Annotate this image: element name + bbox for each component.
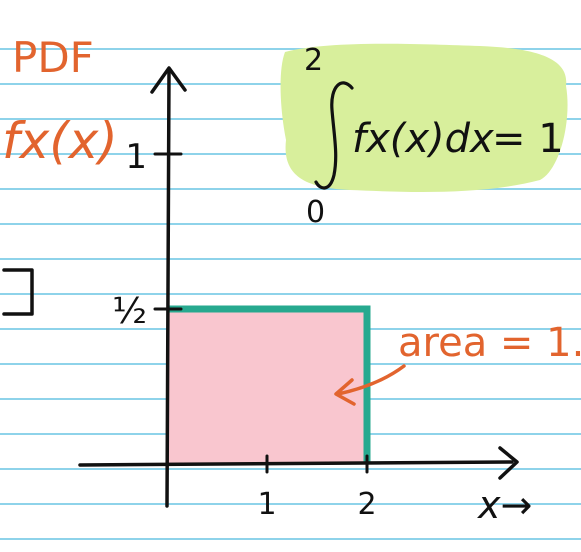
annotation-arrowhead <box>334 378 356 406</box>
y-tick-label-1: 1 <box>125 137 147 177</box>
y-tick-group: 1 ½ <box>112 137 183 332</box>
x-axis-label: x→ <box>477 483 532 527</box>
integral-integrand: fx(x)dx <box>352 116 494 162</box>
integral-sign <box>314 81 354 190</box>
x-axis <box>78 460 514 467</box>
integral-upper-limit: 2 <box>304 43 323 78</box>
x-tick-label-1: 1 <box>257 487 276 522</box>
integral-highlight <box>280 43 568 192</box>
x-axis-arrowhead <box>498 446 519 480</box>
pdf-area-region <box>167 309 367 464</box>
pdf-abbrev-label: PDF <box>12 33 94 82</box>
margin-bracket <box>2 268 34 316</box>
pdf-curve <box>167 305 371 464</box>
annotation-arrow <box>336 364 406 396</box>
x-tick-group: 1 2 <box>257 454 377 522</box>
pdf-function-label: fx(x) <box>2 112 118 170</box>
integral-lower-limit: 0 <box>306 195 325 230</box>
integral-equals-one: = 1 <box>492 116 564 162</box>
area-annotation: area = 1. <box>398 320 581 366</box>
y-tick-label-half: ½ <box>112 291 147 332</box>
x-tick-label-2: 2 <box>357 487 376 522</box>
y-axis <box>165 70 171 508</box>
y-axis-arrowhead <box>150 66 187 94</box>
